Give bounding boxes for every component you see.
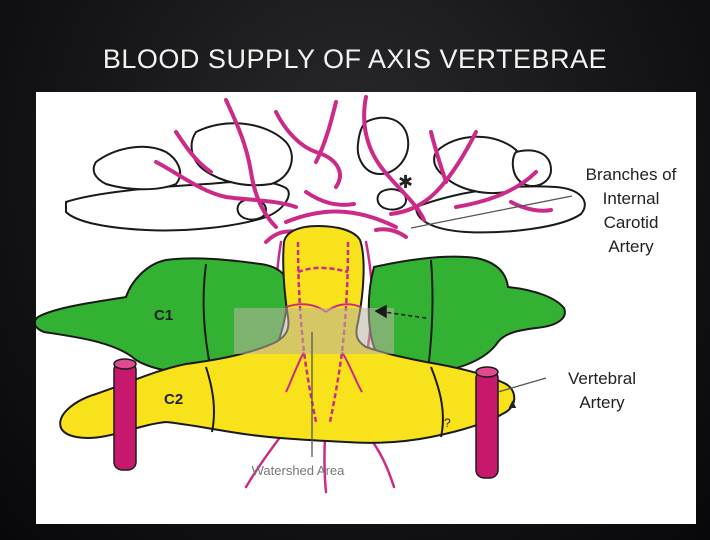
right-vertebral-artery [476,367,498,478]
svg-text:Vertebral: Vertebral [568,369,636,388]
c2-label: C2 [164,391,183,408]
watershed-area-box [234,308,394,354]
c1-label: C1 [154,307,173,324]
svg-text:Artery: Artery [579,393,625,412]
anatomy-figure: C1 C2 Branches of Internal Carotid Arter… [36,92,696,524]
svg-text:Internal: Internal [603,189,660,208]
question-mark: ? [444,416,451,430]
asterisk-marker: ✱ [398,172,413,192]
slide-title: BLOOD SUPPLY OF AXIS VERTEBRAE [0,44,710,75]
svg-text:Branches of: Branches of [586,165,677,184]
triangle-marker: ▲ [506,396,519,411]
axis-blood-supply-diagram: C1 C2 Branches of Internal Carotid Arter… [36,92,696,524]
svg-text:Carotid: Carotid [604,213,659,232]
vertebral-artery-label: Vertebral Artery [568,369,636,412]
svg-text:Artery: Artery [608,237,654,256]
internal-carotid-label: Branches of Internal Carotid Artery [586,165,677,256]
watershed-label: Watershed Area [252,463,346,478]
left-vertebral-artery [114,359,136,470]
